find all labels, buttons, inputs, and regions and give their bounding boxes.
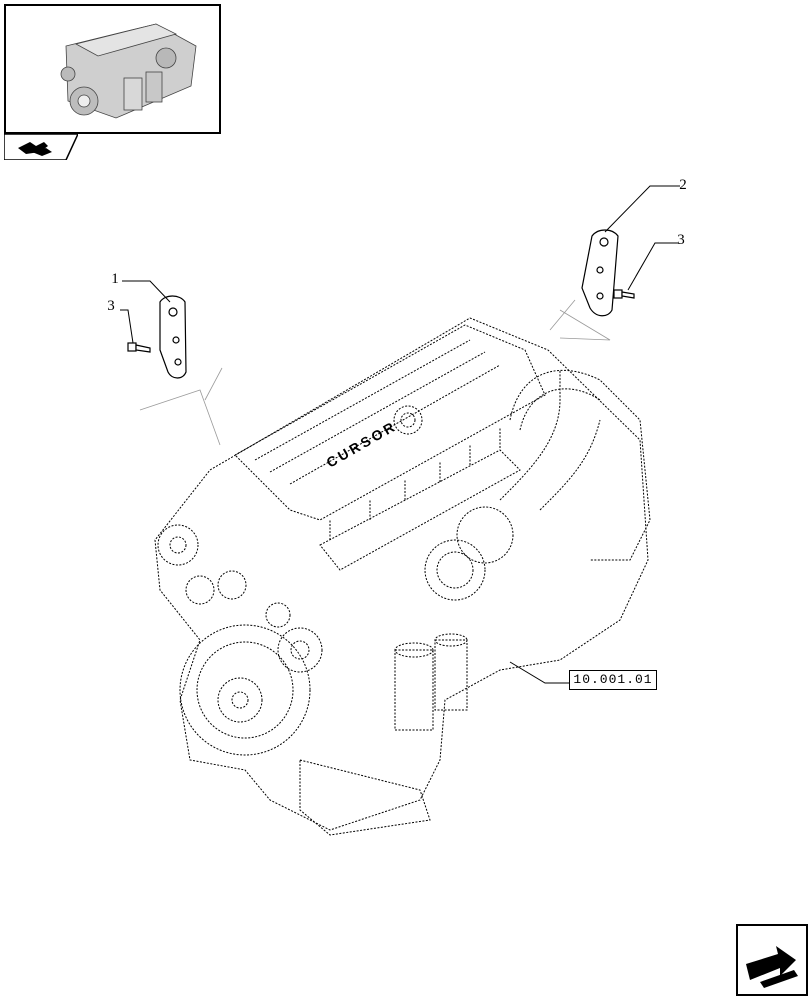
- reference-code-box[interactable]: 10.001.01: [569, 670, 657, 690]
- bolt-part-3-right: [613, 289, 635, 299]
- projection-lines: [139, 299, 611, 446]
- bracket-part-2: [581, 229, 619, 317]
- callout-2: 2: [679, 177, 687, 193]
- bracket-part-1: [159, 295, 187, 379]
- leader-lines: [120, 185, 680, 684]
- turbocharger: [424, 539, 486, 601]
- engine-thumbnail: [4, 4, 221, 134]
- engine-brand-marking: CURSOR: [324, 417, 400, 470]
- oil-filter-1: [394, 649, 434, 731]
- callout-1: 1: [111, 271, 119, 287]
- next-page-arrow-icon[interactable]: [736, 924, 808, 996]
- callout-3-right: 3: [677, 232, 685, 248]
- callout-3-left: 3: [107, 298, 115, 314]
- valve-cover: [234, 324, 546, 521]
- engine-thumbnail-icon: [60, 23, 197, 119]
- engine-block: [154, 317, 649, 831]
- intake-manifold: [319, 449, 521, 571]
- front-pulley: [179, 624, 311, 756]
- section-tab-icon[interactable]: [4, 134, 78, 160]
- exhaust-pipe: [509, 369, 651, 561]
- bolt-part-3-left: [127, 342, 151, 353]
